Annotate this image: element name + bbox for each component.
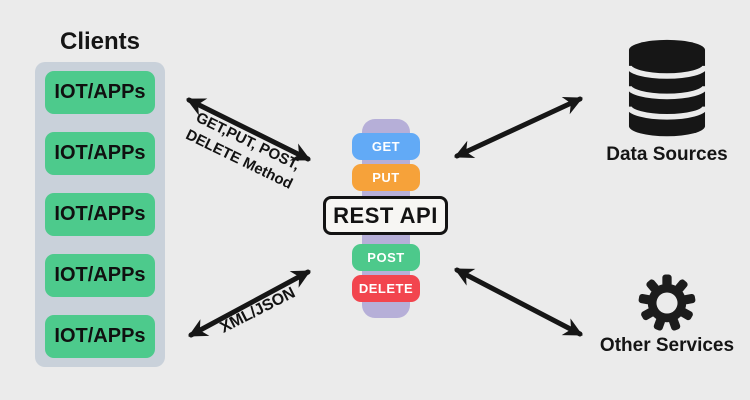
clients-title: Clients (59, 28, 140, 55)
arrow-clients-api-bottom (188, 269, 311, 338)
client-box: IOT/APPs (45, 193, 155, 236)
clients-container: IOT/APPs IOT/APPs IOT/APPs IOT/APPs IOT/… (35, 62, 165, 367)
other-services-label: Other Services (599, 335, 735, 356)
client-box: IOT/APPs (45, 132, 155, 175)
data-sources-label: Data Sources (606, 144, 728, 165)
database-icon (626, 39, 708, 137)
client-box: IOT/APPs (45, 71, 155, 114)
delete-method-badge: DELETE (352, 275, 420, 302)
post-method-badge: POST (352, 244, 420, 271)
client-box: IOT/APPs (45, 315, 155, 358)
arrow-api-otherservices (454, 267, 583, 337)
client-box: IOT/APPs (45, 254, 155, 297)
put-method-badge: PUT (352, 164, 420, 191)
gear-icon (638, 274, 696, 331)
get-method-badge: GET (352, 133, 420, 160)
rest-api-box: REST API (323, 196, 448, 235)
arrow-api-datasources (454, 96, 583, 159)
arrow-clients-api-top (186, 97, 311, 162)
